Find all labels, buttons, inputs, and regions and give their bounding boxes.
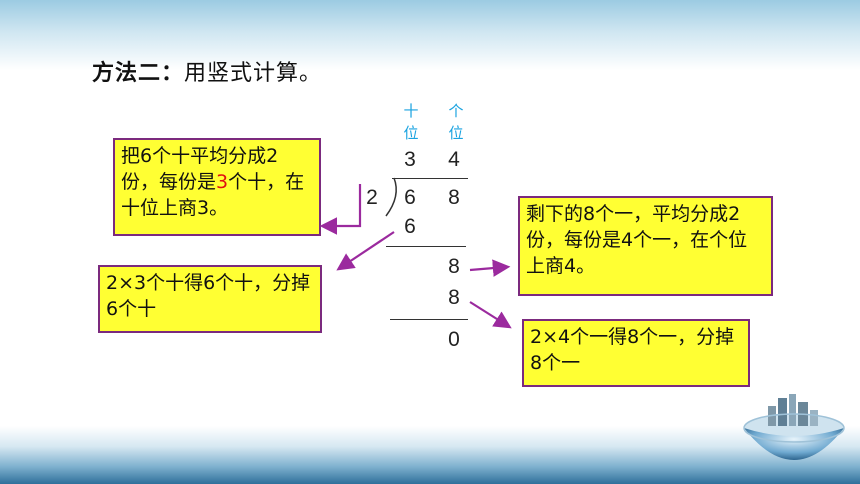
step1-line — [386, 246, 466, 247]
note-box-tens-product: 2×3个十得6个十，分掉6个十 — [98, 265, 322, 333]
arrow-remainder-to-note — [469, 259, 511, 277]
step1-remainder-digit: 8 — [448, 255, 460, 278]
step2-product-digit: 8 — [448, 286, 460, 309]
tens-place-label: 十位 — [403, 102, 419, 142]
page-title: 方法二：用竖式计算。 — [92, 55, 322, 87]
quotient-ones-digit: 4 — [448, 148, 460, 171]
highlight-quotient: 3 — [216, 171, 229, 193]
step2-line — [390, 319, 468, 320]
arrow-product-to-note — [336, 231, 395, 271]
final-remainder-digit: 0 — [448, 328, 460, 351]
division-bracket — [385, 177, 397, 217]
quotient-tens-digit: 3 — [404, 148, 416, 171]
division-bar — [392, 178, 468, 179]
ones-place-label: 个位 — [448, 102, 464, 142]
note-box-tens-division: 把6个十平均分成2份，每份是3个十，在十位上商3。 — [113, 138, 321, 236]
divisor-digit: 2 — [366, 186, 378, 209]
city-globe-icon — [743, 394, 845, 460]
title-method: 方法二： — [92, 61, 185, 86]
arrow-quotient-to-note — [319, 184, 362, 235]
dividend-tens-digit: 6 — [404, 186, 416, 209]
header-gradient — [0, 0, 860, 70]
note-box-ones-division: 剩下的8个一，平均分成2份，每份是4个一，在个位上商4。 — [518, 196, 773, 296]
note-box-ones-product: 2×4个一得8个一，分掉8个一 — [522, 319, 750, 387]
title-instruction: 用竖式计算。 — [184, 61, 323, 86]
step1-product-digit: 6 — [404, 215, 416, 238]
dividend-ones-digit: 8 — [448, 186, 460, 209]
arrow-final-to-note — [469, 301, 512, 329]
footer-gradient — [0, 426, 860, 484]
